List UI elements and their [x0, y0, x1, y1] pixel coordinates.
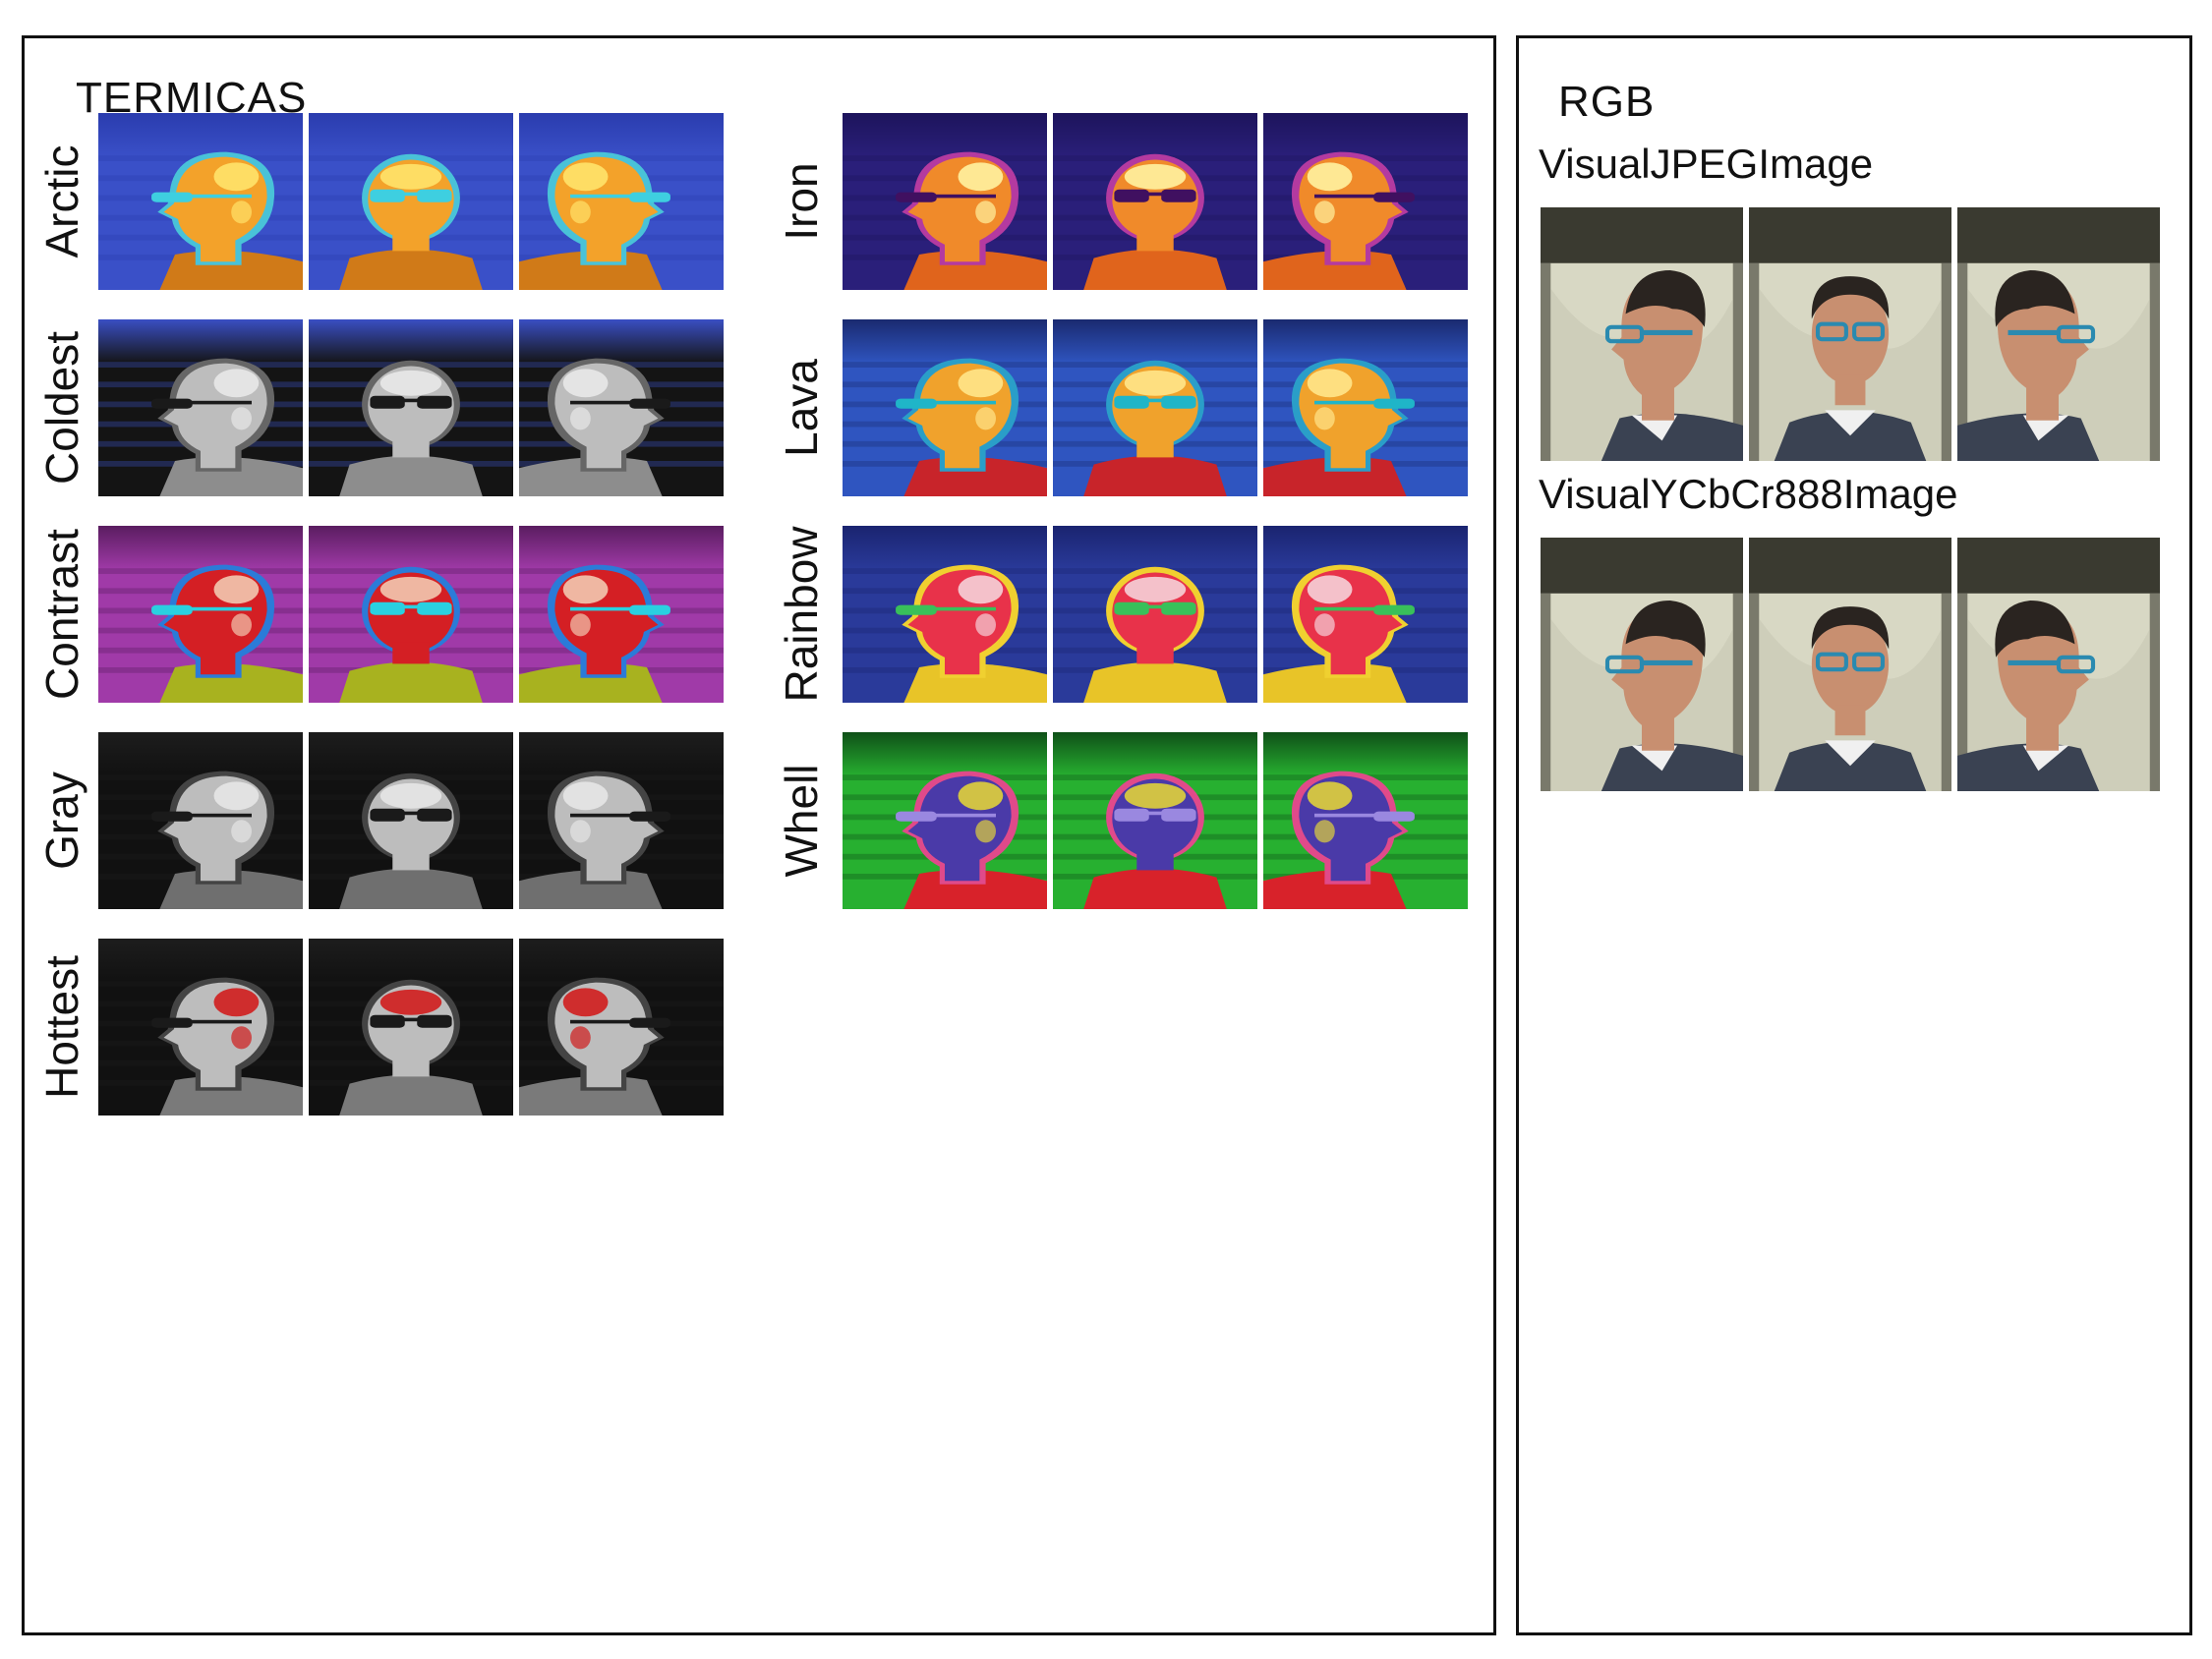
thermal-strip-gray [98, 732, 724, 909]
rgb-group-label-1: VisualYCbCr888Image [1539, 471, 1958, 517]
thermal-image-hottest-front [309, 939, 513, 1116]
thermal-image-rainbow-right-profile [1263, 526, 1468, 703]
rgb-group-label-0: VisualJPEGImage [1539, 141, 1874, 187]
thermal-strip-contrast [98, 526, 724, 703]
thermal-image-lava-right-profile [1263, 319, 1468, 496]
thermal-image-arctic-front [309, 113, 513, 290]
thermal-image-iron-left-profile [843, 113, 1047, 290]
thermal-image-contrast-left-profile [98, 526, 303, 703]
thermal-image-rainbow-left-profile [843, 526, 1047, 703]
thermal-image-hottest-right-profile [519, 939, 724, 1116]
thermal-image-hottest-left-profile [98, 939, 303, 1116]
thermal-image-arctic-right-profile [519, 113, 724, 290]
thermal-strip-rainbow [843, 526, 1468, 703]
thermal-image-coldest-front [309, 319, 513, 496]
thermal-strip-lava [843, 319, 1468, 496]
palette-label-whell: Whell [776, 764, 827, 878]
rgb-image-1-right-profile [1957, 538, 2160, 791]
thermal-strip-whell [843, 732, 1468, 909]
thermal-strip-hottest [98, 939, 724, 1116]
thermal-image-arctic-left-profile [98, 113, 303, 290]
thermal-image-coldest-left-profile [98, 319, 303, 496]
rgb-image-0-right-profile [1957, 207, 2160, 461]
thermal-image-lava-front [1053, 319, 1257, 496]
rgb-image-1-left-profile [1541, 538, 1743, 791]
thermal-image-whell-left-profile [843, 732, 1047, 909]
thermal-strip-arctic [98, 113, 724, 290]
thermal-strip-coldest [98, 319, 724, 496]
thermal-image-coldest-right-profile [519, 319, 724, 496]
palette-label-hottest: Hottest [36, 955, 87, 1099]
thermal-image-contrast-right-profile [519, 526, 724, 703]
thermal-image-iron-right-profile [1263, 113, 1468, 290]
thermal-image-gray-left-profile [98, 732, 303, 909]
rgb-image-0-left-profile [1541, 207, 1743, 461]
thermal-image-gray-front [309, 732, 513, 909]
rgb-title: RGB [1558, 78, 1656, 126]
rgb-strip-1 [1541, 538, 2160, 791]
thermal-image-gray-right-profile [519, 732, 724, 909]
thermal-image-lava-left-profile [843, 319, 1047, 496]
thermal-strip-iron [843, 113, 1468, 290]
thermal-image-whell-right-profile [1263, 732, 1468, 909]
thermal-image-contrast-front [309, 526, 513, 703]
thermal-image-rainbow-front [1053, 526, 1257, 703]
thermal-image-whell-front [1053, 732, 1257, 909]
rgb-strip-0 [1541, 207, 2160, 461]
rgb-image-1-front [1749, 538, 1951, 791]
thermal-image-iron-front [1053, 113, 1257, 290]
rgb-image-0-front [1749, 207, 1951, 461]
